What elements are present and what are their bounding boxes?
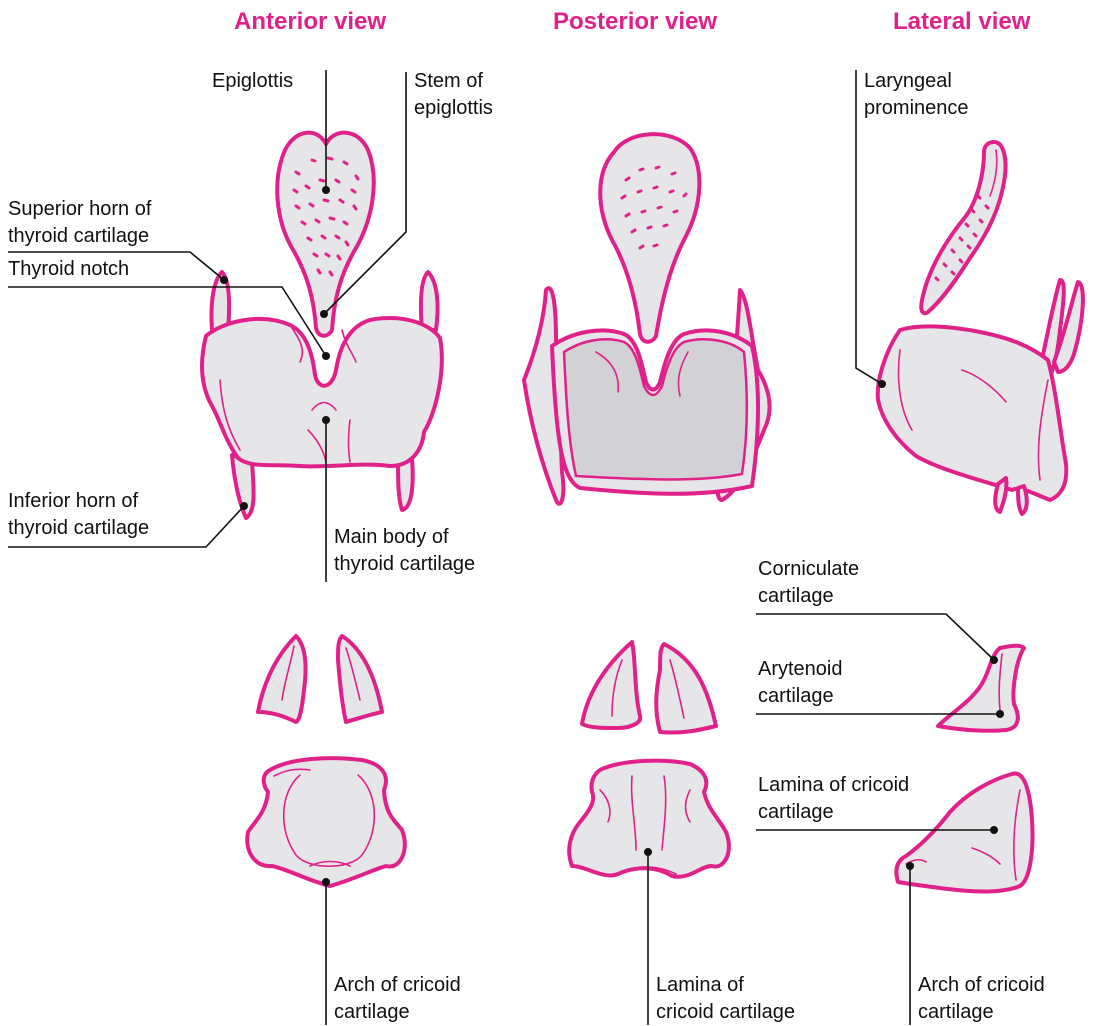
posterior-cricoid-cartilage xyxy=(569,761,729,877)
leader-lines xyxy=(8,70,1000,1025)
lateral-cricoid-cartilage xyxy=(896,773,1032,891)
label-epiglottis: Epiglottis xyxy=(212,68,293,95)
posterior-arytenoid-cartilages xyxy=(582,642,716,733)
posterior-epiglottis xyxy=(600,134,699,342)
anterior-arytenoid-cartilages xyxy=(258,636,382,722)
lateral-thyroid-cartilage xyxy=(878,280,1083,514)
lateral-epiglottis xyxy=(921,142,1005,313)
label-thyroid-notch: Thyroid notch xyxy=(8,256,129,283)
lateral-arytenoid-cartilage xyxy=(938,646,1024,731)
anterior-cricoid-cartilage xyxy=(247,758,405,886)
